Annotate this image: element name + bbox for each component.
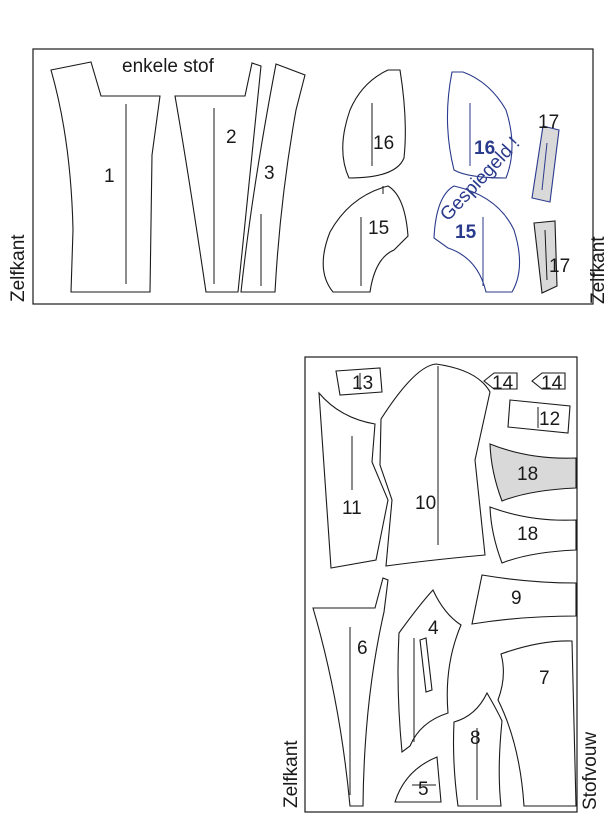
piece-number: 2 (226, 127, 237, 148)
piece-number: 12 (539, 409, 560, 430)
mirrored-pattern-piece-16: 16 (446, 71, 513, 179)
pattern-piece-14a: 14 (483, 372, 518, 394)
piece-number: 5 (418, 779, 429, 800)
top-layout-title: enkele stof (122, 56, 215, 77)
pattern-piece-6: 6 (312, 577, 389, 807)
piece-number: 11 (342, 498, 362, 519)
piece-number: 4 (428, 618, 439, 639)
pattern-piece-4: 4 (397, 589, 462, 754)
pattern-piece-14b: 14 (531, 372, 566, 394)
piece-number: 6 (357, 638, 368, 659)
mirrored-pattern-piece-15: 15 (433, 185, 521, 293)
pattern-piece-9: 9 (471, 574, 577, 625)
piece-number: 1 (104, 166, 115, 187)
pattern-piece-7: 7 (497, 640, 577, 807)
bottom-fabric-frame (304, 356, 578, 813)
pattern-piece-15: 15 (322, 185, 409, 293)
pattern-piece-5: 5 (394, 756, 442, 803)
pattern-piece-12: 12 (507, 399, 571, 434)
piece-number: 17 (549, 256, 570, 277)
top-right-selvedge-label: Zelfkant (588, 236, 608, 304)
pattern-piece-17-upper: 17 (531, 112, 560, 203)
piece-number: 16 (373, 133, 394, 154)
piece-number: 15 (455, 222, 477, 243)
pattern-piece-3: 3 (240, 63, 306, 293)
piece-number: 18 (517, 464, 538, 485)
piece-number: 7 (539, 668, 550, 689)
piece-number: 3 (264, 163, 275, 184)
piece-number: 15 (368, 218, 389, 239)
pattern-piece-2: 2 (174, 62, 262, 293)
top-fabric-frame (32, 48, 594, 305)
top-left-selvedge-label: Zelfkant (8, 234, 29, 302)
piece-number: 14 (492, 373, 514, 394)
piece-number: 10 (415, 493, 436, 514)
piece-number: 14 (541, 373, 563, 394)
pattern-piece-16: 16 (342, 69, 406, 179)
pattern-piece-18-shaded: 18 (489, 443, 577, 502)
piece-number: 8 (470, 728, 481, 749)
bottom-right-fold-label: Stofvouw (580, 732, 601, 810)
bottom-left-selvedge-label: Zelfkant (281, 740, 302, 808)
piece-number: 16 (474, 138, 495, 159)
pattern-piece-11: 11 (318, 391, 389, 569)
pattern-piece-18: 18 (489, 506, 577, 564)
pattern-piece-8: 8 (452, 691, 503, 807)
piece-number: 18 (517, 524, 538, 545)
piece-number: 17 (538, 112, 559, 133)
piece-number: 9 (511, 588, 522, 609)
pattern-piece-10: 10 (379, 363, 491, 567)
piece-number: 13 (352, 373, 373, 394)
pattern-piece-17-lower: 17 (533, 220, 570, 294)
pattern-piece-1: 1 (50, 61, 161, 293)
pattern-piece-13: 13 (335, 367, 383, 396)
